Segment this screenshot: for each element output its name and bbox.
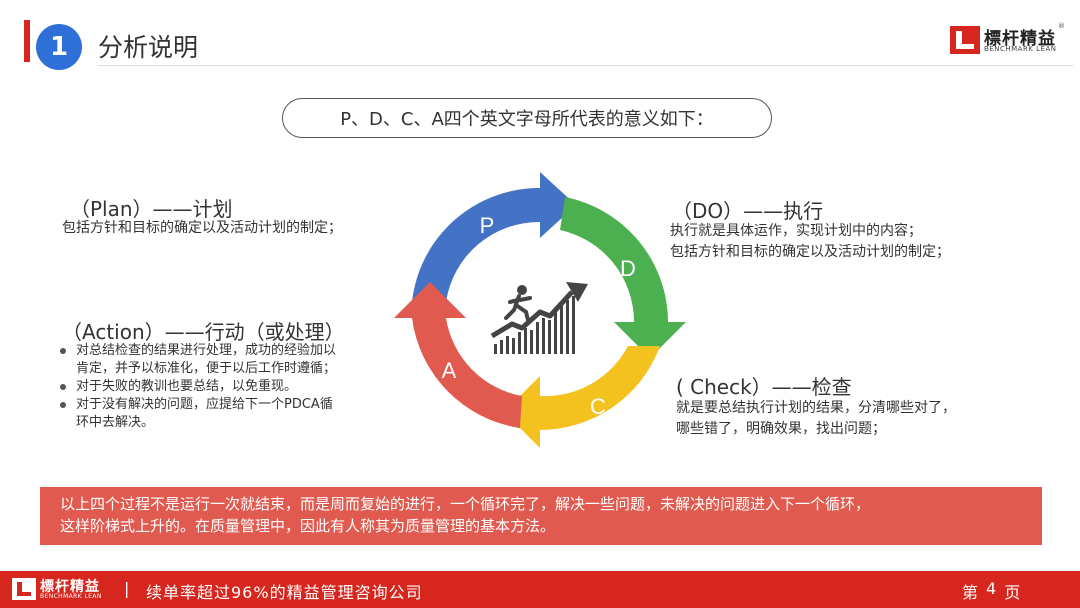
plan-title: （Plan）——计划 <box>70 197 233 221</box>
summary-box: 以上四个过程不是运行一次就结束，而是周而复始的进行，一个循环完了，解决一些问题，… <box>40 487 1042 545</box>
brand-logo-icon <box>950 26 980 54</box>
pdca-segment-plan <box>412 172 576 302</box>
section-number-badge: 1 <box>36 24 82 70</box>
footer-bar: 標杆精益 BENCHMARK LEAN | 续单率超过96%的精益管理咨询公司 … <box>0 571 1080 608</box>
footer-logo-subtitle: BENCHMARK LEAN <box>40 593 102 600</box>
footer-logo: 標杆精益 BENCHMARK LEAN <box>12 576 112 604</box>
pdca-letter-action: A <box>442 358 457 383</box>
action-bullet-item: 对于失败的教训也要总结，以免重现。 <box>54 378 336 396</box>
brand-logo-registered: ® <box>1058 22 1065 30</box>
pdca-letter-check: C <box>590 394 606 419</box>
header-divider <box>98 65 1073 66</box>
summary-line-2: 这样阶梯式上升的。在质量管理中，因此有人称其为质量管理的基本方法。 <box>60 517 556 535</box>
header-accent-bar <box>24 20 30 62</box>
pdca-letter-plan: P <box>480 213 495 238</box>
check-title: ( Check）——检查 <box>676 375 852 399</box>
brand-logo-name: 標杆精益 <box>984 29 1056 49</box>
page-title: 分析说明 <box>98 33 199 62</box>
check-description-line-1: 就是要总结执行计划的结果，分清哪些对了， <box>676 400 956 416</box>
pdca-segment-action <box>394 282 522 428</box>
footer-page-prefix: 第 <box>962 583 979 602</box>
footer-logo-name: 標杆精益 <box>40 579 100 595</box>
footer-separator: | <box>124 579 130 598</box>
action-bullet-list: 对总结检查的结果进行处理，成功的经验加以 肯定，并予以标准化，便于以后工作时遵循… <box>54 342 336 432</box>
pdca-cycle-diagram: P D C A <box>394 172 686 448</box>
check-description-line-2: 哪些错了，明确效果，找出问题； <box>676 421 886 437</box>
pdca-letter-do: D <box>620 256 636 281</box>
footer-page-indicator: 第 4 页 <box>962 579 1020 603</box>
footer-slogan: 续单率超过96%的精益管理咨询公司 <box>146 583 423 602</box>
footer-page-number: 4 <box>986 579 997 598</box>
intro-pill: P、D、C、A四个英文字母所代表的意义如下： <box>282 98 772 138</box>
pdca-segment-check <box>504 346 660 448</box>
action-title: （Action）——行动（或处理） <box>62 320 345 344</box>
action-bullet-item: 对总结检查的结果进行处理，成功的经验加以 肯定，并予以标准化，便于以后工作时遵循… <box>54 342 336 378</box>
plan-description: 包括方针和目标的确定以及活动计划的制定； <box>62 220 342 236</box>
pdca-segment-do <box>560 197 686 358</box>
growth-runner-icon <box>490 282 588 354</box>
do-description-line-2: 包括方针和目标的确定以及活动计划的制定； <box>670 244 950 260</box>
summary-line-1: 以上四个过程不是运行一次就结束，而是周而复始的进行，一个循环完了，解决一些问题，… <box>60 495 871 513</box>
brand-logo: 標杆精益 BENCHMARK LEAN ® <box>950 22 1066 58</box>
do-description-line-1: 执行就是具体运作，实现计划中的内容； <box>670 223 922 239</box>
brand-logo-subtitle: BENCHMARK LEAN <box>984 45 1057 53</box>
do-title: （DO）——执行 <box>672 199 824 223</box>
footer-logo-icon <box>12 578 36 600</box>
action-bullet-item: 对于没有解决的问题，应提给下一个PDCA循 环中去解决。 <box>54 396 336 432</box>
footer-page-suffix: 页 <box>1004 583 1021 602</box>
